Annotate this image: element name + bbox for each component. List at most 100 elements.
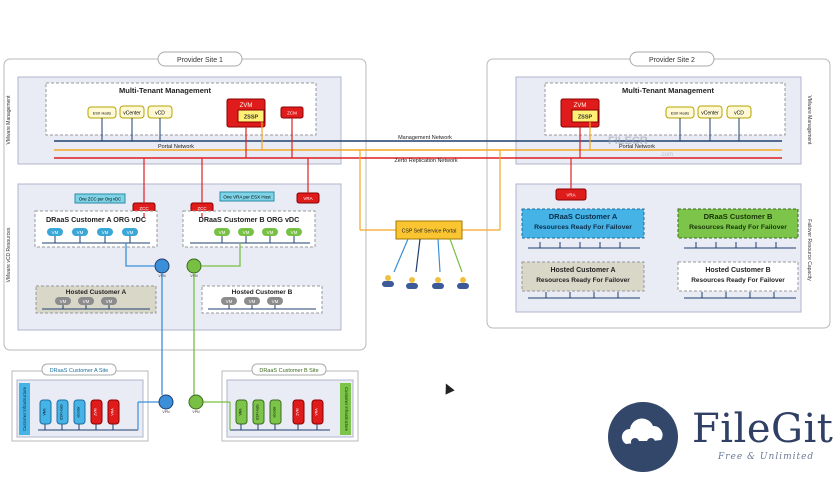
csp-portal-label: CSP Self Service Portal (402, 229, 457, 235)
zerto-network-label: Zerto Replication Network (394, 158, 458, 164)
zssp-2: ZSSP (578, 115, 593, 121)
zcm-1: ZCM (287, 111, 297, 116)
org-vdc-a-title: DRaaS Customer A ORG vDC (46, 215, 146, 224)
hosted-a-ready-title: Hosted Customer A (550, 267, 615, 274)
customer-links (125, 243, 241, 395)
failover-label: Failover Resource Capacity (806, 219, 812, 281)
vm-ha2: VM (83, 299, 90, 304)
provider-site-1: Provider Site 1 VMware Management Multi-… (3, 51, 367, 351)
provider-site-2-label: Provider Site 2 (649, 57, 695, 64)
user-icon-1 (382, 275, 394, 287)
vm-ha1: VM (60, 299, 67, 304)
vmware-management-label-1: VMware Management (6, 95, 12, 145)
callout-zcc-per-org: One ZCC per Org vDC (79, 197, 121, 202)
callout-vra-per-host: One VRA per ESX Host (223, 195, 271, 200)
mtm-title-2: Multi-Tenant Management (622, 86, 714, 95)
router-icon-site-b (188, 394, 204, 410)
csp-portal: CSP Self Service Portal (382, 220, 469, 289)
router-icon-site-a (158, 394, 174, 410)
customer-infra-label-a: Customer Infrastructure (22, 386, 27, 431)
zcc-a: ZCC (139, 206, 149, 211)
vm-a4: VM (127, 230, 134, 235)
customer-a-items: VMs ESX Hosts vCenter ZVM VRA (39, 399, 120, 430)
vcd-2: vCD (734, 111, 744, 117)
zvm-2: ZVM (574, 103, 587, 109)
vcenter-a: vCenter (77, 405, 81, 417)
zssp-1: ZSSP (244, 115, 259, 121)
user-icon-4 (457, 277, 469, 289)
filecr-watermark-sub: .com (660, 152, 673, 158)
vm-b1: VM (219, 230, 226, 235)
org-vdc-b-title: DRaaS Customer B ORG vDC (199, 215, 300, 224)
vra-2: VRA (566, 193, 575, 198)
vm-a3: VM (102, 230, 109, 235)
vm-hb1: VM (226, 299, 233, 304)
portal-network-label-2: Portal Network (619, 144, 655, 150)
vcenter-1: vCenter (123, 111, 141, 117)
customer-b-site: DRaaS Customer B Site Customer Infrastru… (188, 363, 359, 442)
hosted-b-ready-sub: Resources Ready For Failover (691, 277, 785, 284)
vra-1: VRA (303, 196, 312, 201)
vm-b2: VM (243, 230, 250, 235)
portal-network-label-1: Portal Network (158, 144, 194, 150)
ready-b-sub: Resources Ready For Failover (689, 224, 787, 231)
vm-a2: VM (77, 230, 84, 235)
ready-a-title: DRaaS Customer A (549, 212, 618, 221)
router-icon-b (186, 258, 202, 274)
vmware-management-label-2: VMware Management (806, 96, 812, 146)
esx-hosts-1: ESX Hosts (93, 112, 111, 116)
vra-b: VRA (315, 408, 319, 416)
mtm-title-1: Multi-Tenant Management (119, 86, 211, 95)
ready-a-sub: Resources Ready For Failover (534, 224, 632, 231)
vpn-label-site-a: VPN (162, 410, 170, 414)
vm-a1: VM (52, 230, 59, 235)
zcc-b: ZCC (197, 206, 207, 211)
networks: Management Network Portal Network Portal… (54, 118, 782, 231)
cloud-logo-icon (608, 402, 678, 472)
provider-site-1-label: Provider Site 1 (177, 57, 223, 64)
management-network-label: Management Network (398, 135, 452, 141)
esx-b: ESX Hosts (256, 404, 260, 420)
vm-hb3: VM (272, 299, 279, 304)
esx-hosts-2: ESX Hosts (671, 112, 689, 116)
vm-b3: VM (267, 230, 274, 235)
vm-hb2: VM (249, 299, 256, 304)
hosted-b-title: Hosted Customer B (232, 289, 293, 296)
ready-b-title: DRaaS Customer B (704, 212, 773, 221)
filegit-logo: FileGit Free & Unlimited (606, 396, 833, 474)
user-icon-2 (406, 277, 418, 289)
vm-b4: VM (291, 230, 298, 235)
vcenter-b: vCenter (273, 405, 277, 417)
filegit-subtitle: Free & Unlimited (718, 452, 815, 462)
vmware-vcd-label: VMware vCD Resources (6, 227, 12, 282)
customer-a-site: DRaaS Customer A Site Customer Infrastru… (11, 363, 174, 442)
customer-a-site-label: DRaaS Customer A Site (50, 368, 109, 374)
zvm-a: ZVM (94, 408, 98, 415)
failover-buses (528, 242, 796, 299)
vpn-label-site-b: VPN (192, 410, 200, 414)
org-vdc-b-vms: VM VM VM VM (214, 228, 302, 243)
zvm-b: ZVM (296, 408, 300, 415)
filegit-title: FileGit (692, 406, 834, 452)
hosted-a-ready-sub: Resources Ready For Failover (536, 277, 630, 284)
router-icon-a (154, 258, 170, 274)
hosted-a-title: Hosted Customer A (66, 289, 127, 296)
vms-a: VMs (43, 408, 47, 415)
vm-ha3: VM (106, 299, 113, 304)
vcenter-2: vCenter (701, 111, 719, 117)
customer-b-items: VMs ESX Hosts vCenter ZVM VRA (235, 399, 324, 430)
customer-infra-label-b: Customer Infrastructure (344, 387, 349, 432)
vra-a: VRA (111, 408, 115, 416)
customer-b-site-label: DRaaS Customer B Site (259, 368, 318, 374)
filecr-watermark: FILECR .com (608, 135, 673, 158)
vms-b: VMs (239, 408, 243, 415)
zvm-1: ZVM (240, 103, 253, 109)
vcd-1: vCD (155, 111, 165, 117)
filecr-watermark-text: FILECR (608, 135, 648, 147)
hosted-b-vms: VM VM VM (221, 297, 283, 309)
provider-site-2: Provider Site 2 VMware Management Multi-… (486, 51, 831, 329)
user-icon-3 (432, 277, 444, 289)
esx-a: ESX Hosts (60, 404, 64, 420)
hosted-a-vms: VM VM VM (55, 297, 117, 309)
